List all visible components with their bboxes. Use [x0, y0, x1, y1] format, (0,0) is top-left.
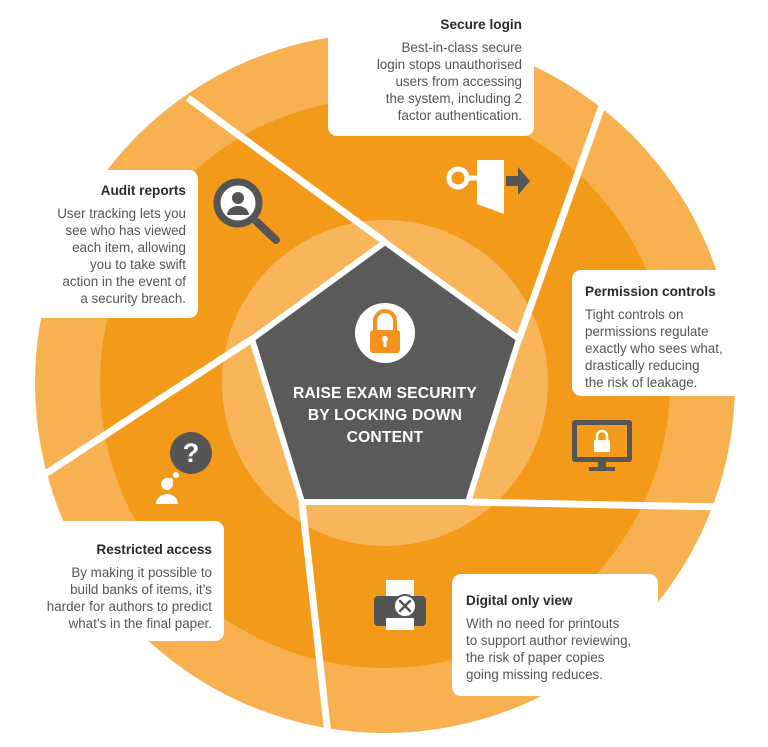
text-line: harder for authors to predict [46, 599, 212, 614]
text-line: action in the event of [62, 274, 186, 289]
text-line: build banks of items, it’s [70, 582, 212, 597]
segment-dividers [34, 95, 721, 736]
text-line: drastically reducing [585, 358, 700, 373]
center-pentagon [249, 239, 522, 505]
text-line: Best-in-class secure [401, 40, 522, 55]
center-title-line: CONTENT [346, 429, 424, 446]
text-line: the risk of paper copies [466, 650, 605, 665]
audit-reports-text: User tracking lets you see who has viewe… [34, 205, 186, 307]
permission-controls-card: Permission controls Tight controls on pe… [572, 270, 764, 396]
text-line: Tight controls on [585, 307, 684, 322]
digital-only-view-card: Digital only view With no need for print… [452, 574, 658, 696]
audit-reports-title: Audit reports [100, 183, 186, 198]
text-line: factor authentication. [397, 108, 522, 123]
digital-only-view-text: With no need for printouts to support au… [466, 615, 650, 683]
text-line: By making it possible to [71, 565, 212, 580]
text-line: each item, allowing [72, 240, 186, 255]
magnifier-user-icon [213, 178, 280, 244]
restricted-access-text: By making it possible to build banks of … [20, 564, 212, 632]
text-line: exactly who sees what, [585, 341, 723, 356]
printer-cross-icon [374, 580, 426, 630]
digital-only-view-title: Digital only view [466, 593, 573, 608]
text-line: the risk of leakage. [585, 375, 698, 390]
text-line: a security breach. [80, 291, 186, 306]
text-line: to support author reviewing, [466, 633, 632, 648]
text-line: permissions regulate [585, 324, 709, 339]
secure-login-text: Best-in-class secure login stops unautho… [338, 39, 522, 124]
permission-controls-text: Tight controls on permissions regulate e… [585, 306, 756, 391]
monitor-lock-icon [572, 420, 632, 471]
text-line: you to take swift [89, 257, 186, 272]
audit-reports-card: Audit reports User tracking lets you see… [26, 170, 198, 318]
key-door-icon [446, 160, 530, 214]
restricted-access-card: Restricted access By making it possible … [12, 521, 224, 641]
secure-login-card: Secure login Best-in-class secure login … [328, 4, 534, 136]
text-line: users from accessing [395, 74, 522, 89]
restricted-access-title: Restricted access [96, 542, 212, 557]
center-title: RAISE EXAM SECURITY BY LOCKING DOWN CONT… [260, 383, 510, 449]
svg-text:?: ? [183, 438, 200, 468]
text-line: login stops unauthorised [376, 57, 522, 72]
text-line: going missing reduces. [466, 667, 603, 682]
padlock-icon [355, 303, 415, 363]
text-line: what’s in the final paper. [68, 616, 212, 631]
text-line: User tracking lets you [57, 206, 186, 221]
text-line: With no need for printouts [466, 616, 620, 631]
center-title-line: BY LOCKING DOWN [307, 407, 463, 424]
center-title-line: RAISE EXAM SECURITY [292, 385, 478, 402]
text-line: see who has viewed [65, 223, 186, 238]
user-question-icon: ? [156, 432, 212, 504]
permission-controls-title: Permission controls [585, 284, 716, 299]
text-line: the system, including 2 [385, 91, 522, 106]
secure-login-title: Secure login [440, 17, 522, 32]
